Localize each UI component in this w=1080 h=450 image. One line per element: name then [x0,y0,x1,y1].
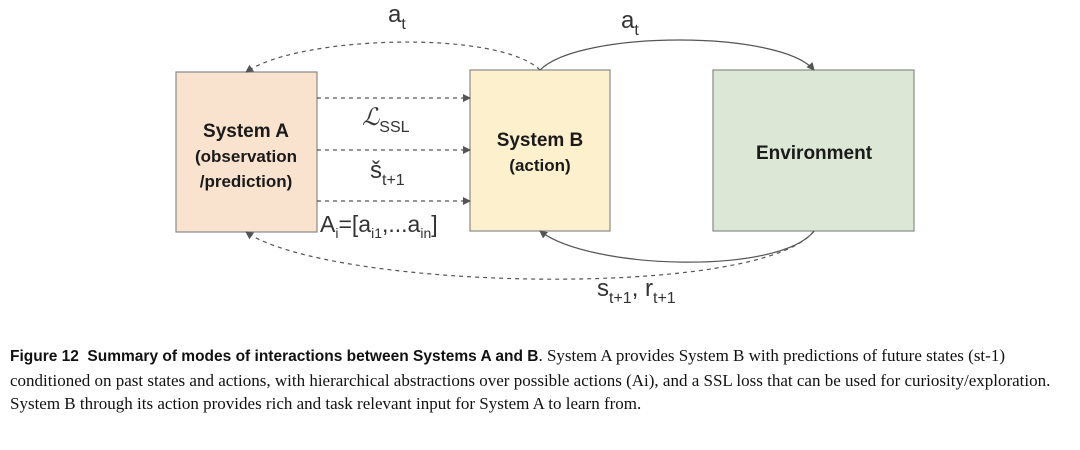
figure-label: Figure 12 [10,348,79,365]
label-s-r: st+1, rt+1 [597,275,676,307]
solid-arrow-b-to-env-top [539,39,815,71]
figure-caption: Figure 12 Summary of modes of interactio… [10,344,1070,416]
system-b-subtitle: (action) [509,156,570,175]
label-s-hat: št+1 [370,157,405,189]
environment-title: Environment [756,143,873,164]
label-a-t-mid: at [621,7,639,39]
system-b-title: System B [497,130,584,151]
system-b-box: System B (action) [469,69,611,232]
solid-arrow-env-to-b-bottom [539,230,815,263]
environment-box: Environment [712,69,915,232]
figure-caption-body: . System A provides System B with predic… [10,346,1051,413]
label-ai: Ai=[ai1,...ain] [320,211,438,241]
system-a-box: System A (observation /prediction) [175,71,318,233]
label-a-t-top: at [388,1,406,33]
dashed-arrow-env-to-a-bottom [245,230,815,280]
system-a-title: System A [203,121,289,142]
label-l-ssl: ℒSSL [362,103,410,136]
figure-caption-title: Summary of modes of interactions between… [87,348,539,365]
interaction-diagram: System A (observation /prediction) Syste… [175,1,915,307]
dashed-arrow-b-to-a-top [245,41,541,73]
system-a-subtitle-line2: /prediction) [200,172,293,191]
system-a-subtitle-line1: (observation [195,147,297,166]
